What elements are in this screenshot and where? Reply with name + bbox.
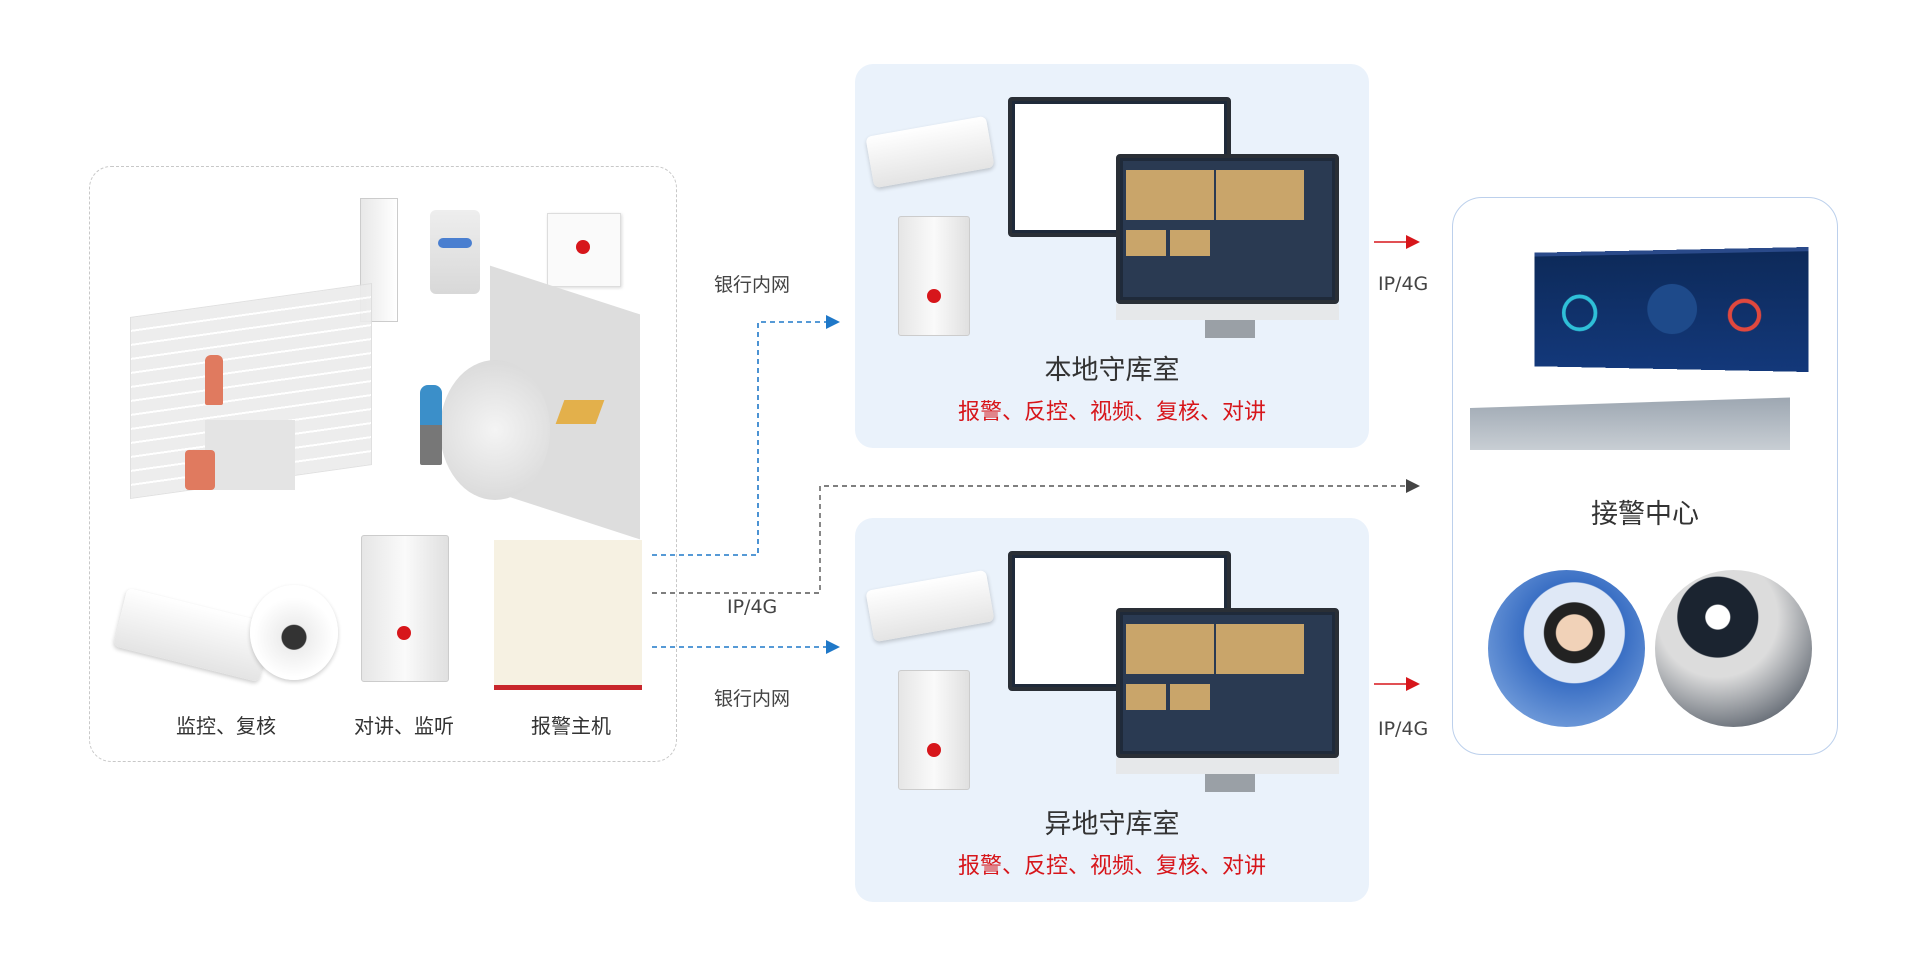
device-label-camera: 监控、复核 [176, 714, 276, 738]
video-wall-monitor [1116, 154, 1339, 304]
intranet-link-local [652, 321, 830, 556]
monitor-stand [1205, 774, 1255, 792]
alarm-host-box-icon [494, 540, 642, 690]
ip4g-label-middle: IP/4G [727, 596, 778, 618]
alarm-center-title: 接警中心 [1591, 499, 1699, 530]
intercom-icon [898, 216, 970, 336]
camera-icon [865, 569, 995, 643]
local-vault-room-panel: 本地守库室 报警、反控、视频、复核、对讲 [855, 64, 1369, 448]
remote-room-functions: 报警、反控、视频、复核、对讲 [957, 854, 1266, 879]
pir-detector-icon [430, 210, 480, 294]
arrow-head-remote [826, 640, 840, 654]
guard-figure-icon [420, 385, 442, 465]
dispatcher-photo [1488, 570, 1645, 727]
monitor-stand [1205, 320, 1255, 338]
local-room-title: 本地守库室 [1044, 355, 1180, 386]
control-desks-icon [1470, 397, 1790, 450]
dome-camera-icon [250, 585, 338, 680]
vault-door-icon [440, 360, 550, 500]
bank-intranet-label-top: 银行内网 [714, 274, 791, 296]
bank-intranet-label-bottom: 银行内网 [714, 688, 791, 710]
police-response-photo [1655, 570, 1812, 727]
camera-icon [865, 115, 995, 189]
bank-vault-site-panel [89, 166, 677, 762]
red-arrow-head-bottom [1406, 677, 1420, 691]
local-room-functions: 报警、反控、视频、复核、对讲 [957, 400, 1266, 425]
arrow-head-local [826, 315, 840, 329]
remote-vault-room-panel: 异地守库室 报警、反控、视频、复核、对讲 [855, 518, 1369, 902]
intercom-panel-icon [361, 535, 449, 682]
chair-icon [185, 450, 215, 490]
ip4g-label-top-right: IP/4G [1378, 273, 1429, 295]
staff-figure-icon [205, 355, 223, 405]
arrow-head-center [1406, 479, 1420, 493]
intercom-icon [898, 670, 970, 790]
device-label-intercom: 对讲、监听 [354, 714, 454, 738]
panic-button-icon [547, 213, 621, 287]
device-label-alarm-host: 报警主机 [531, 714, 611, 738]
red-arrow-head-top [1406, 235, 1420, 249]
remote-room-title: 异地守库室 [1044, 809, 1180, 840]
curved-video-wall-icon [1534, 246, 1809, 373]
video-wall-monitor [1116, 608, 1339, 758]
ip4g-label-bottom-right: IP/4G [1378, 718, 1429, 740]
ip4g-link-center [652, 485, 1410, 594]
desk-illustration [205, 420, 295, 490]
